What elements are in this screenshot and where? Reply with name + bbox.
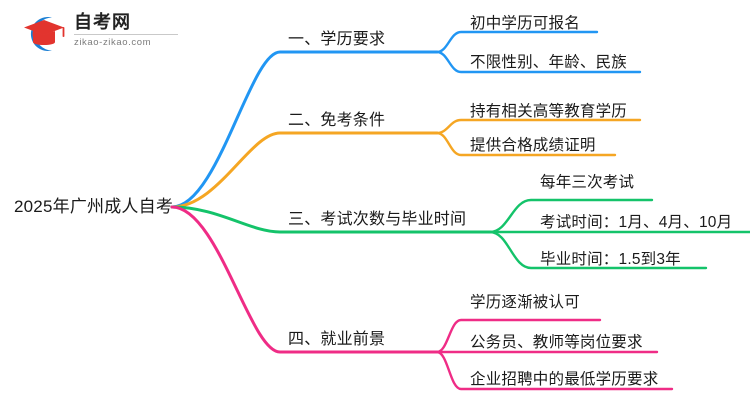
branch-label-2[interactable]: 二、免考条件 (288, 112, 386, 129)
logo-divider (74, 34, 178, 35)
leaf-label-4-3[interactable]: 企业招聘中的最低学历要求 (470, 371, 659, 388)
leaf-label-4-1[interactable]: 学历逐渐被认可 (470, 294, 580, 311)
branch-trunk-2 (170, 131, 439, 209)
branch-trunk-1 (170, 50, 439, 209)
branch-label-1[interactable]: 一、学历要求 (288, 31, 386, 48)
leaf-label-2-2[interactable]: 提供合格成绩证明 (470, 137, 596, 154)
leaf-connector-2-1 (435, 118, 642, 135)
logo-domain: zikao-zikao.com (74, 37, 152, 48)
leaf-connector-2-2 (435, 131, 617, 157)
leaf-label-3-3[interactable]: 毕业时间：1.5到3年 (540, 251, 681, 268)
leaf-label-3-2[interactable]: 考试时间：1月、4月、10月 (540, 214, 733, 231)
logo-title: 自考网 (74, 12, 131, 32)
leaf-label-4-2[interactable]: 公务员、教师等岗位要求 (470, 334, 643, 351)
logo-graduation-cap-icon (24, 17, 65, 51)
leaf-connector-3-3 (488, 230, 708, 270)
branch-trunk-3 (170, 205, 492, 234)
leaf-connector-4-3 (435, 350, 674, 391)
logo-text-block: 自考网 zikao-zikao.com (74, 12, 184, 49)
leaf-label-1-1[interactable]: 初中学历可报名 (470, 15, 580, 32)
branch-trunk-4 (170, 205, 439, 354)
leaf-label-3-1[interactable]: 每年三次考试 (540, 174, 635, 191)
branch-label-4[interactable]: 四、就业前景 (288, 331, 386, 348)
branch-label-3[interactable]: 三、考试次数与毕业时间 (288, 211, 467, 228)
leaf-label-2-1[interactable]: 持有相关高等教育学历 (470, 103, 628, 120)
leaf-connector-1-1 (435, 30, 599, 54)
leaf-connector-1-2 (435, 50, 642, 74)
mindmap-root-label: 2025年广州成人自考 (14, 197, 174, 216)
site-logo[interactable]: 自考网 zikao-zikao.com (22, 8, 182, 58)
leaf-label-1-2[interactable]: 不限性别、年龄、民族 (470, 54, 628, 71)
